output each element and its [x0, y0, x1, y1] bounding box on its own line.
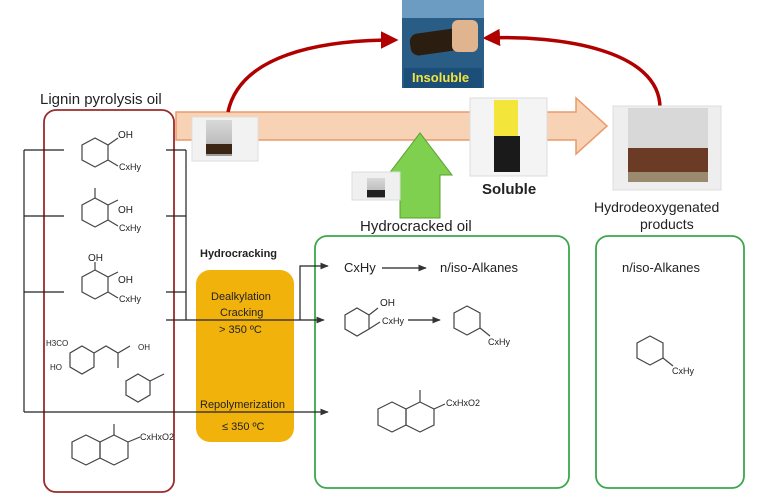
cxhy-label-5: CxHy — [488, 337, 510, 347]
temp-low-label: ≤ 350 ºC — [222, 421, 265, 433]
hdo-title-line1: Hydrodeoxygenated — [594, 199, 719, 215]
oh-label-1: OH — [118, 130, 133, 141]
cxhxo2-label-1: CxHxO2 — [140, 432, 174, 442]
molecule-drawings — [69, 137, 674, 466]
cxhy-label-3: CxHy — [119, 294, 141, 304]
cxhy-label-6: CxHy — [672, 366, 694, 376]
cxhxo2-label-2: CxHxO2 — [446, 398, 480, 408]
red-curve-arrow-left — [226, 31, 399, 113]
soluble-label: Soluble — [482, 181, 536, 198]
temp-high-label: > 350 ºC — [219, 324, 262, 336]
oh-label-5: OH — [138, 343, 150, 352]
lignin-oil-box — [43, 109, 175, 493]
repolymerization-label: Repolymerization — [200, 399, 285, 411]
alkanes-product: n/iso-Alkanes — [440, 260, 519, 275]
photo-hdo-vial — [612, 105, 722, 191]
hydrocracking-box — [196, 270, 294, 442]
bracket-lines — [23, 149, 441, 416]
photo-vial-start — [191, 116, 259, 162]
photo-insoluble — [402, 0, 484, 88]
cracking-label: Cracking — [220, 307, 263, 319]
red-curve-arrow-right — [482, 28, 662, 109]
ho-label: HO — [50, 363, 62, 372]
dealkylation-label: Dealkylation — [211, 291, 271, 303]
lignin-oil-title: Lignin pyrolysis oil — [40, 91, 162, 108]
hdo-products-box — [595, 235, 745, 489]
hydrocracked-oil-box — [314, 235, 570, 489]
oh-label-4: OH — [118, 275, 133, 286]
oh-label-2: OH — [118, 205, 133, 216]
cxhy-label-4: CxHy — [382, 316, 404, 326]
cxhy-label-1: CxHy — [119, 162, 141, 172]
h3co-label: H3CO — [46, 339, 68, 348]
oh-label-6: OH — [380, 298, 395, 309]
cxhy-label-2: CxHy — [119, 223, 141, 233]
photo-hydrocracked-vial — [351, 171, 401, 201]
hdo-title-line2: products — [640, 216, 694, 232]
hdo-alkanes: n/iso-Alkanes — [622, 260, 701, 275]
insoluble-label: Insoluble — [412, 70, 469, 85]
hydrocracking-title: Hydrocracking — [200, 248, 277, 260]
photo-soluble — [469, 97, 548, 177]
cxhy-reactant: CxHy — [344, 260, 376, 275]
hydrocracked-oil-title: Hydrocracked oil — [360, 218, 472, 235]
oh-label-3: OH — [88, 253, 103, 264]
